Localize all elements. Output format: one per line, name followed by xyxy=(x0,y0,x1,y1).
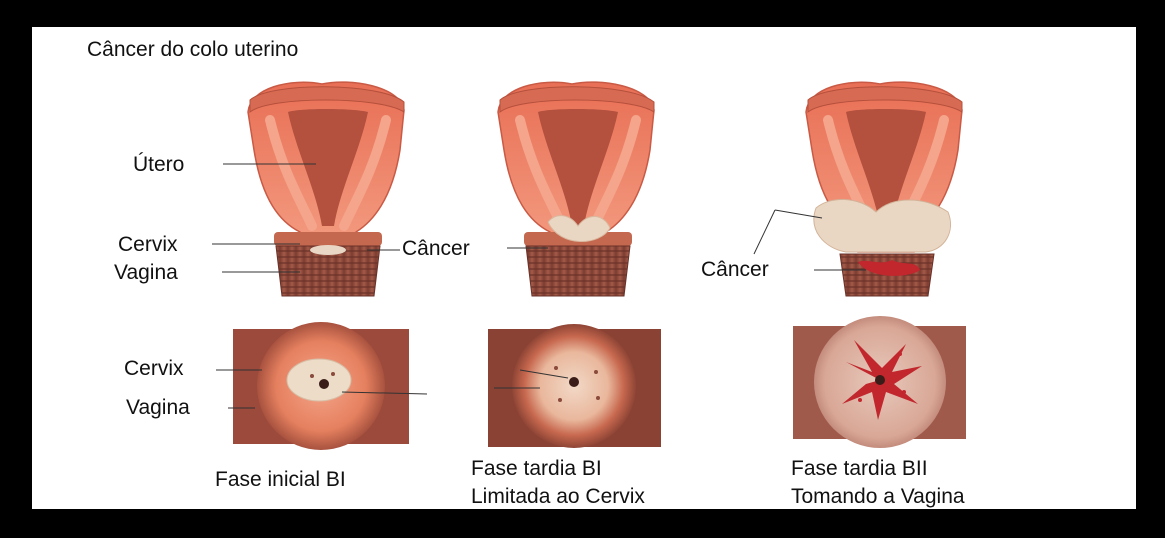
label-cancer-2: Câncer xyxy=(402,237,470,260)
caption-stage-3-line-2: Tomando a Vagina xyxy=(791,485,965,508)
caption-stage-2-line-1: Fase tardia BI xyxy=(471,457,602,480)
diagram-title: Câncer do colo uterino xyxy=(87,38,298,61)
cervix-view-stage-3 xyxy=(793,316,966,448)
label-cervix-bottom: Cervix xyxy=(124,357,184,380)
caption-stage-3-line-1: Fase tardia BII xyxy=(791,457,928,480)
uterus-stage-2 xyxy=(498,82,654,296)
caption-stage-2-line-2: Limitada ao Cervix xyxy=(471,485,645,508)
uterus-stage-1 xyxy=(248,82,404,296)
uterus-stage-3 xyxy=(806,82,962,296)
cervix-view-stage-1 xyxy=(233,322,409,450)
label-cancer-3: Câncer xyxy=(701,258,769,281)
label-utero: Útero xyxy=(133,153,184,176)
label-cervix-top: Cervix xyxy=(118,233,178,256)
cervix-view-stage-2 xyxy=(488,324,661,448)
label-vagina-bottom: Vagina xyxy=(126,396,190,419)
caption-stage-1: Fase inicial BI xyxy=(215,468,346,491)
label-vagina-top: Vagina xyxy=(114,261,178,284)
leader-cancer-3-diag xyxy=(754,210,775,254)
